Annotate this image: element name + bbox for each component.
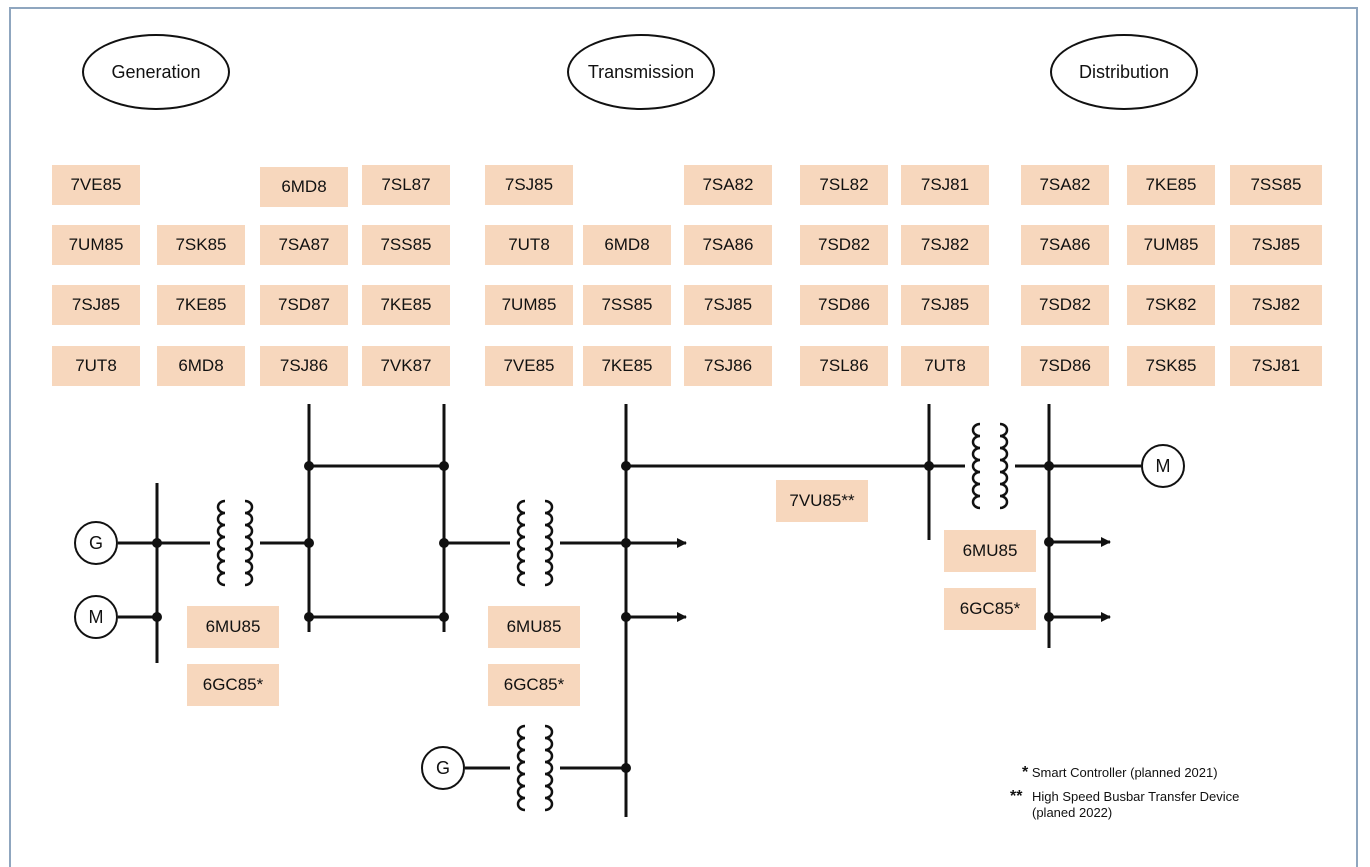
junction-dot bbox=[439, 612, 449, 622]
device-box: 7SL87 bbox=[362, 165, 450, 205]
motor-icon: M bbox=[74, 595, 118, 639]
device-box: 7KE85 bbox=[583, 346, 671, 386]
distribution-label: Distribution bbox=[1078, 61, 1170, 82]
junction-dot bbox=[439, 538, 449, 548]
device-box: 7SJ82 bbox=[901, 225, 989, 265]
device-box: 6MD8 bbox=[583, 225, 671, 265]
junction-dot bbox=[1044, 461, 1054, 471]
distribution-ellipse: Distribution bbox=[1050, 34, 1198, 110]
device-box: 7SD82 bbox=[800, 225, 888, 265]
device-box: 7SD82 bbox=[1021, 285, 1109, 325]
device-box: 7SL82 bbox=[800, 165, 888, 205]
device-box: 7SD87 bbox=[260, 285, 348, 325]
device-box: 7UT8 bbox=[52, 346, 140, 386]
legend-text-line-2: (planed 2022) bbox=[1032, 805, 1113, 820]
dist-merging-unit-label: 6MU85 bbox=[944, 530, 1036, 572]
legend-text-line-1: High Speed Busbar Transfer Device bbox=[1032, 789, 1240, 804]
device-box: 7SD86 bbox=[800, 285, 888, 325]
device-box: 7SS85 bbox=[362, 225, 450, 265]
device-box: 7SA87 bbox=[260, 225, 348, 265]
motor-icon: M bbox=[1141, 444, 1185, 488]
device-box: 7SJ82 bbox=[1230, 285, 1322, 325]
gen-merging-unit-label: 6MU85 bbox=[187, 606, 279, 648]
device-box: 7SL86 bbox=[800, 346, 888, 386]
junction-dot bbox=[304, 612, 314, 622]
device-box: 7SA82 bbox=[1021, 165, 1109, 205]
device-box: 7SJ85 bbox=[485, 165, 573, 205]
device-box: 7UT8 bbox=[901, 346, 989, 386]
device-box: 7SJ85 bbox=[1230, 225, 1322, 265]
junction-dot bbox=[1044, 537, 1054, 547]
junction-dot bbox=[304, 538, 314, 548]
device-box: 7SA86 bbox=[684, 225, 772, 265]
trans-grid-controller-label: 6GC85* bbox=[488, 664, 580, 706]
figure-frame bbox=[9, 7, 1358, 867]
device-box: 6MD8 bbox=[157, 346, 245, 386]
junction-dot bbox=[304, 461, 314, 471]
device-box: 7SD86 bbox=[1021, 346, 1109, 386]
device-box: 6MD8 bbox=[260, 167, 348, 207]
gen-grid-controller-label: 6GC85* bbox=[187, 664, 279, 706]
device-box: 7SJ81 bbox=[1230, 346, 1322, 386]
device-box: 7SJ81 bbox=[901, 165, 989, 205]
legend-text-smart-controller: Smart Controller (planned 2021) bbox=[1031, 765, 1218, 780]
device-box: 7VE85 bbox=[485, 346, 573, 386]
device-box: 7UM85 bbox=[485, 285, 573, 325]
device-box: 7KE85 bbox=[157, 285, 245, 325]
junction-dot bbox=[152, 612, 162, 622]
device-box: 7VK87 bbox=[362, 346, 450, 386]
device-box: 7SK85 bbox=[1127, 346, 1215, 386]
transformer-symbol bbox=[971, 422, 1009, 510]
generation-label: Generation bbox=[111, 61, 201, 82]
legend-item-busbar-transfer: ** High Speed Busbar Transfer Device (pl… bbox=[1010, 789, 1239, 821]
junction-dot bbox=[1044, 612, 1054, 622]
transmission-ellipse: Transmission bbox=[567, 34, 715, 110]
device-box: 7VE85 bbox=[52, 165, 140, 205]
device-box: 7SS85 bbox=[1230, 165, 1322, 205]
junction-dot bbox=[621, 612, 631, 622]
device-box: 7SK82 bbox=[1127, 285, 1215, 325]
legend-marker-single: * bbox=[1022, 764, 1029, 781]
device-box: 7SJ85 bbox=[52, 285, 140, 325]
transmission-label: Transmission bbox=[587, 61, 695, 82]
generation-ellipse: Generation bbox=[82, 34, 230, 110]
legend-text-busbar-transfer: High Speed Busbar Transfer Device (plane… bbox=[1032, 789, 1239, 821]
legend-marker-double: ** bbox=[1010, 788, 1023, 805]
transformer-symbol bbox=[516, 724, 554, 812]
generator-icon: G bbox=[421, 746, 465, 790]
legend-item-smart-controller: * Smart Controller (planned 2021) bbox=[1022, 765, 1239, 781]
junction-dot bbox=[152, 538, 162, 548]
device-box: 7SA86 bbox=[1021, 225, 1109, 265]
generator-icon: G bbox=[74, 521, 118, 565]
junction-dot bbox=[924, 461, 934, 471]
device-box: 7SJ86 bbox=[684, 346, 772, 386]
junction-dot bbox=[621, 461, 631, 471]
device-box: 7KE85 bbox=[362, 285, 450, 325]
busbar-transfer-device-label: 7VU85** bbox=[776, 480, 868, 522]
device-box: 7SA82 bbox=[684, 165, 772, 205]
legend: * Smart Controller (planned 2021) ** Hig… bbox=[1010, 765, 1239, 821]
device-box: 7SJ85 bbox=[684, 285, 772, 325]
junction-dot bbox=[621, 538, 631, 548]
device-box: 7UM85 bbox=[52, 225, 140, 265]
device-box: 7UT8 bbox=[485, 225, 573, 265]
device-box: 7SS85 bbox=[583, 285, 671, 325]
device-box: 7UM85 bbox=[1127, 225, 1215, 265]
dist-grid-controller-label: 6GC85* bbox=[944, 588, 1036, 630]
trans-merging-unit-label: 6MU85 bbox=[488, 606, 580, 648]
device-box: 7SJ86 bbox=[260, 346, 348, 386]
transformer-symbol bbox=[216, 499, 254, 587]
junction-dot bbox=[439, 461, 449, 471]
junction-dot bbox=[621, 763, 631, 773]
device-box: 7KE85 bbox=[1127, 165, 1215, 205]
transformer-symbol bbox=[516, 499, 554, 587]
device-box: 7SJ85 bbox=[901, 285, 989, 325]
device-box: 7SK85 bbox=[157, 225, 245, 265]
